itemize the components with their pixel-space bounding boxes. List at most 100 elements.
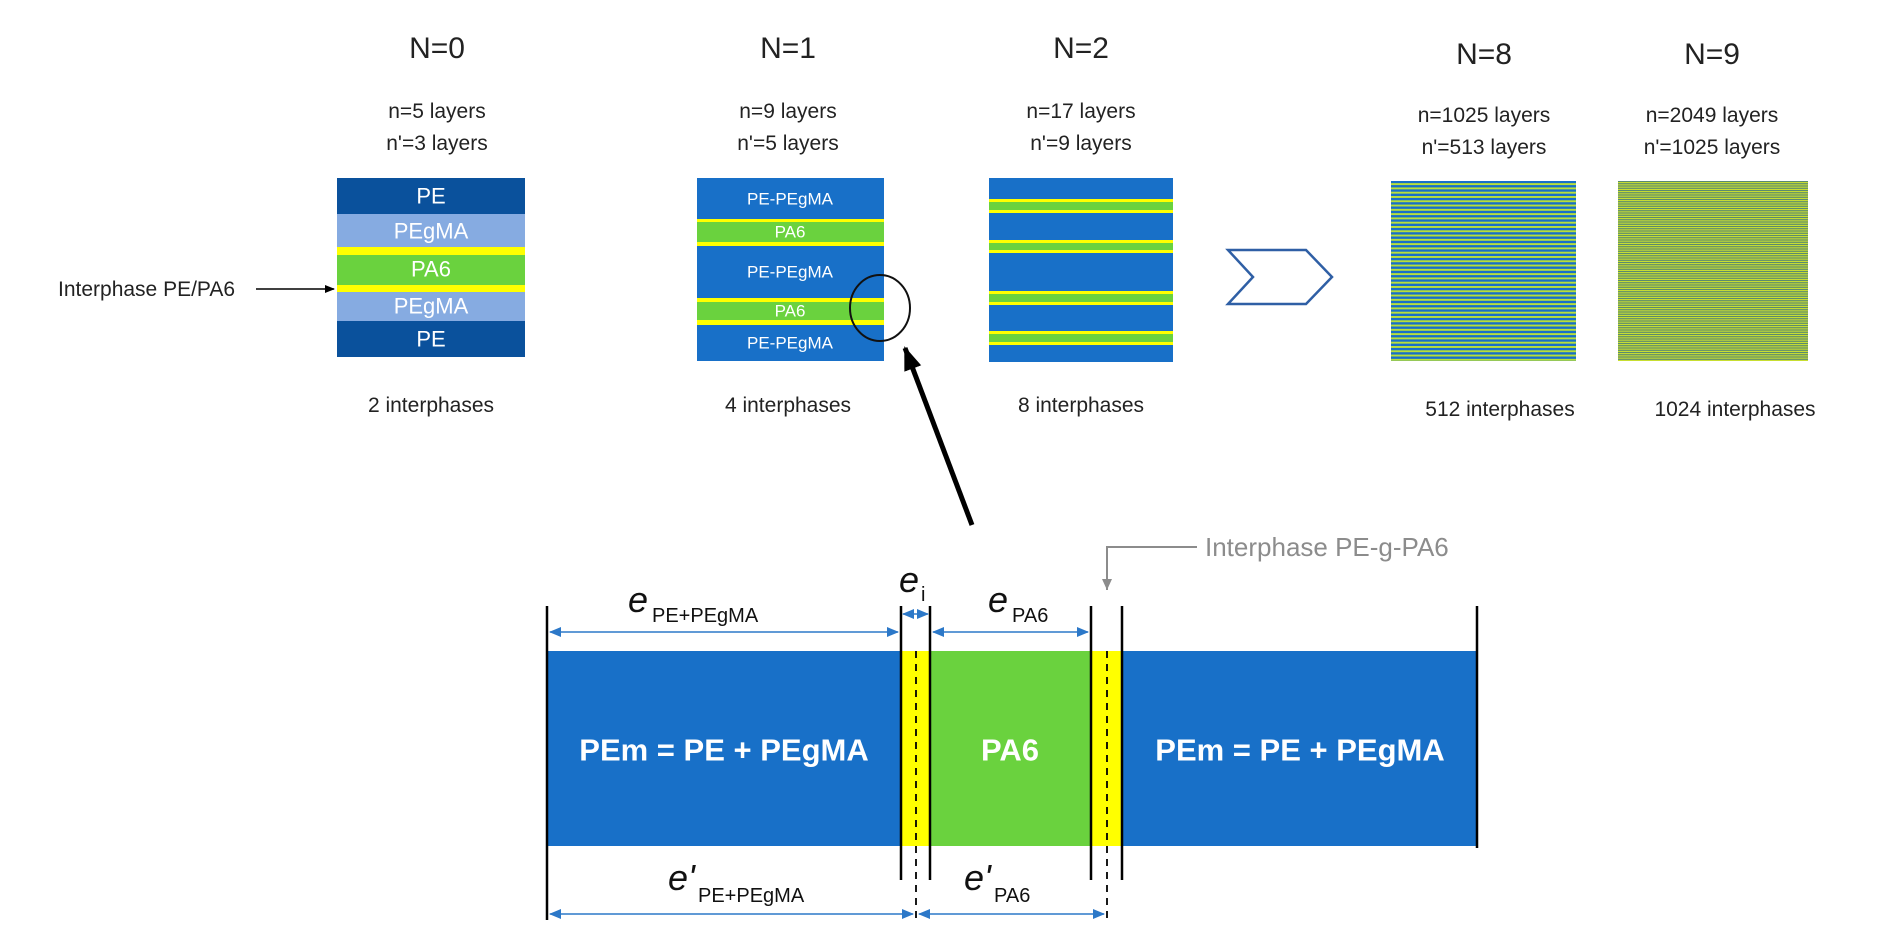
stripe-layer <box>1391 247 1576 250</box>
stripe-layer <box>1391 230 1576 233</box>
stripe-layer <box>1618 287 1808 289</box>
stack-n1: PE-PEgMA PA6 PE-PEgMA PA6 PE-PEgMA <box>697 178 884 361</box>
stripe-layer <box>1391 328 1576 331</box>
stripe-layer <box>1391 324 1576 327</box>
stripe-layer <box>1618 202 1808 204</box>
stripe-layer <box>1618 285 1808 287</box>
stripe-layer <box>1618 186 1808 188</box>
e-subscript-pa6: PA6 <box>1012 605 1048 627</box>
stripe-layer <box>1618 348 1808 350</box>
layer-pa6 <box>989 334 1173 342</box>
layer-pa6 <box>930 651 1091 846</box>
stripe-layer <box>1391 303 1576 306</box>
stripe-layer <box>1618 195 1808 197</box>
stripe-layer <box>1391 191 1576 194</box>
stripe-layer <box>1391 196 1576 198</box>
stripe-layer <box>1618 242 1808 244</box>
stripe-layer <box>1618 247 1808 249</box>
e-subscript-pe: PE+PEgMA <box>652 605 759 627</box>
layer-pa6 <box>697 302 884 320</box>
stripe-layer <box>1391 337 1576 340</box>
stripe-layer <box>1391 238 1576 241</box>
stripe-layer <box>1618 251 1808 253</box>
stripe-layer <box>1391 234 1576 237</box>
stripe-layer <box>1618 341 1808 343</box>
stack-n9 <box>1618 181 1808 361</box>
stripe-layer <box>1618 263 1808 265</box>
layer-count-n: n=17 layers <box>1026 100 1135 123</box>
stripe-layer <box>1391 268 1576 271</box>
stripe-layer <box>1618 260 1808 262</box>
pem-right-label: PEm = PE + PEgMA <box>1155 733 1444 768</box>
stripe-layer <box>1391 204 1576 207</box>
boundary-lines <box>545 606 1479 920</box>
stripe-layer <box>1618 301 1808 303</box>
stack-n0: PE PEgMA PA6 PEgMA PE <box>337 178 525 357</box>
stripe-layer <box>1391 213 1576 216</box>
stripe-layer <box>1618 332 1808 334</box>
layer-count-n-prime: n'=1025 layers <box>1644 136 1781 159</box>
layer-pa6 <box>697 222 884 242</box>
e-symbol: e <box>988 579 1008 620</box>
stripe-layer <box>1618 197 1808 199</box>
stripe-layer <box>1618 323 1808 325</box>
interphase-pe-pa6-label: Interphase PE/PA6 <box>58 278 235 301</box>
layer-count-n: n=2049 layers <box>1646 104 1779 127</box>
stripe-layer <box>1391 221 1576 224</box>
stripe-layer <box>1391 256 1576 258</box>
stripe-layer <box>1391 350 1576 353</box>
stripe-layer <box>1618 283 1808 285</box>
stripe-layer <box>1618 209 1808 211</box>
stripe-layer <box>1391 320 1576 323</box>
stripe-layer <box>1618 294 1808 296</box>
stripe-layer <box>1391 281 1576 284</box>
stack-n2 <box>989 178 1173 362</box>
stripe-layer <box>1618 355 1808 357</box>
stripe-layer <box>1618 353 1808 355</box>
stripe-layer <box>1391 346 1576 348</box>
stripe-layer <box>1618 314 1808 316</box>
stripe-layer <box>1618 211 1808 213</box>
stack-background <box>1618 181 1808 361</box>
layer-label: PEgMA <box>394 219 469 244</box>
stripe-layer <box>1618 335 1808 337</box>
stripe-layer <box>1391 208 1576 211</box>
stripe-layer <box>1618 346 1808 348</box>
layer-label: PA6 <box>775 223 806 242</box>
stripe-layer <box>1391 316 1576 318</box>
stripe-layer <box>1391 217 1576 220</box>
stripe-layer <box>1391 333 1576 336</box>
stripe-layer <box>1618 357 1808 359</box>
stripe-layer <box>1391 294 1576 297</box>
stripe-layer <box>1618 276 1808 278</box>
stripe-layer <box>1618 328 1808 330</box>
stripe-layer <box>1618 303 1808 305</box>
interphase-detail: PEm = PE + PEgMA PA6 PEm = PE + PEgMA e … <box>545 532 1479 920</box>
stripe-layer <box>1618 204 1808 206</box>
e-prime-symbol: e' <box>964 857 992 898</box>
stripe-layer <box>1391 183 1576 186</box>
stripe-layer <box>1618 299 1808 301</box>
layer-pegma <box>337 214 525 247</box>
layer-pe <box>337 321 525 357</box>
stripe-layer <box>1391 200 1576 203</box>
interphase-pe-g-pa6-label: Interphase PE-g-PA6 <box>1205 532 1449 562</box>
stripe-layer <box>1391 264 1576 267</box>
stripe-layer <box>1618 240 1808 242</box>
stripe-layer <box>1391 273 1576 276</box>
stack-n8 <box>1391 181 1576 361</box>
layer-label: PE-PEgMA <box>747 334 834 353</box>
stripe-layer <box>1618 330 1808 332</box>
stripe-layer <box>1618 308 1808 310</box>
stripe-layer <box>1391 251 1576 254</box>
stripe-layer <box>1618 292 1808 294</box>
stripe-layer <box>1618 319 1808 321</box>
stage-label: N=8 <box>1456 38 1512 71</box>
layer-label: PEgMA <box>394 294 469 319</box>
stripe-layer <box>1391 277 1576 280</box>
stage-label: N=1 <box>760 32 816 65</box>
stripe-layer <box>1618 188 1808 190</box>
pa6-label: PA6 <box>981 733 1039 768</box>
stripe-layer <box>1391 311 1576 314</box>
